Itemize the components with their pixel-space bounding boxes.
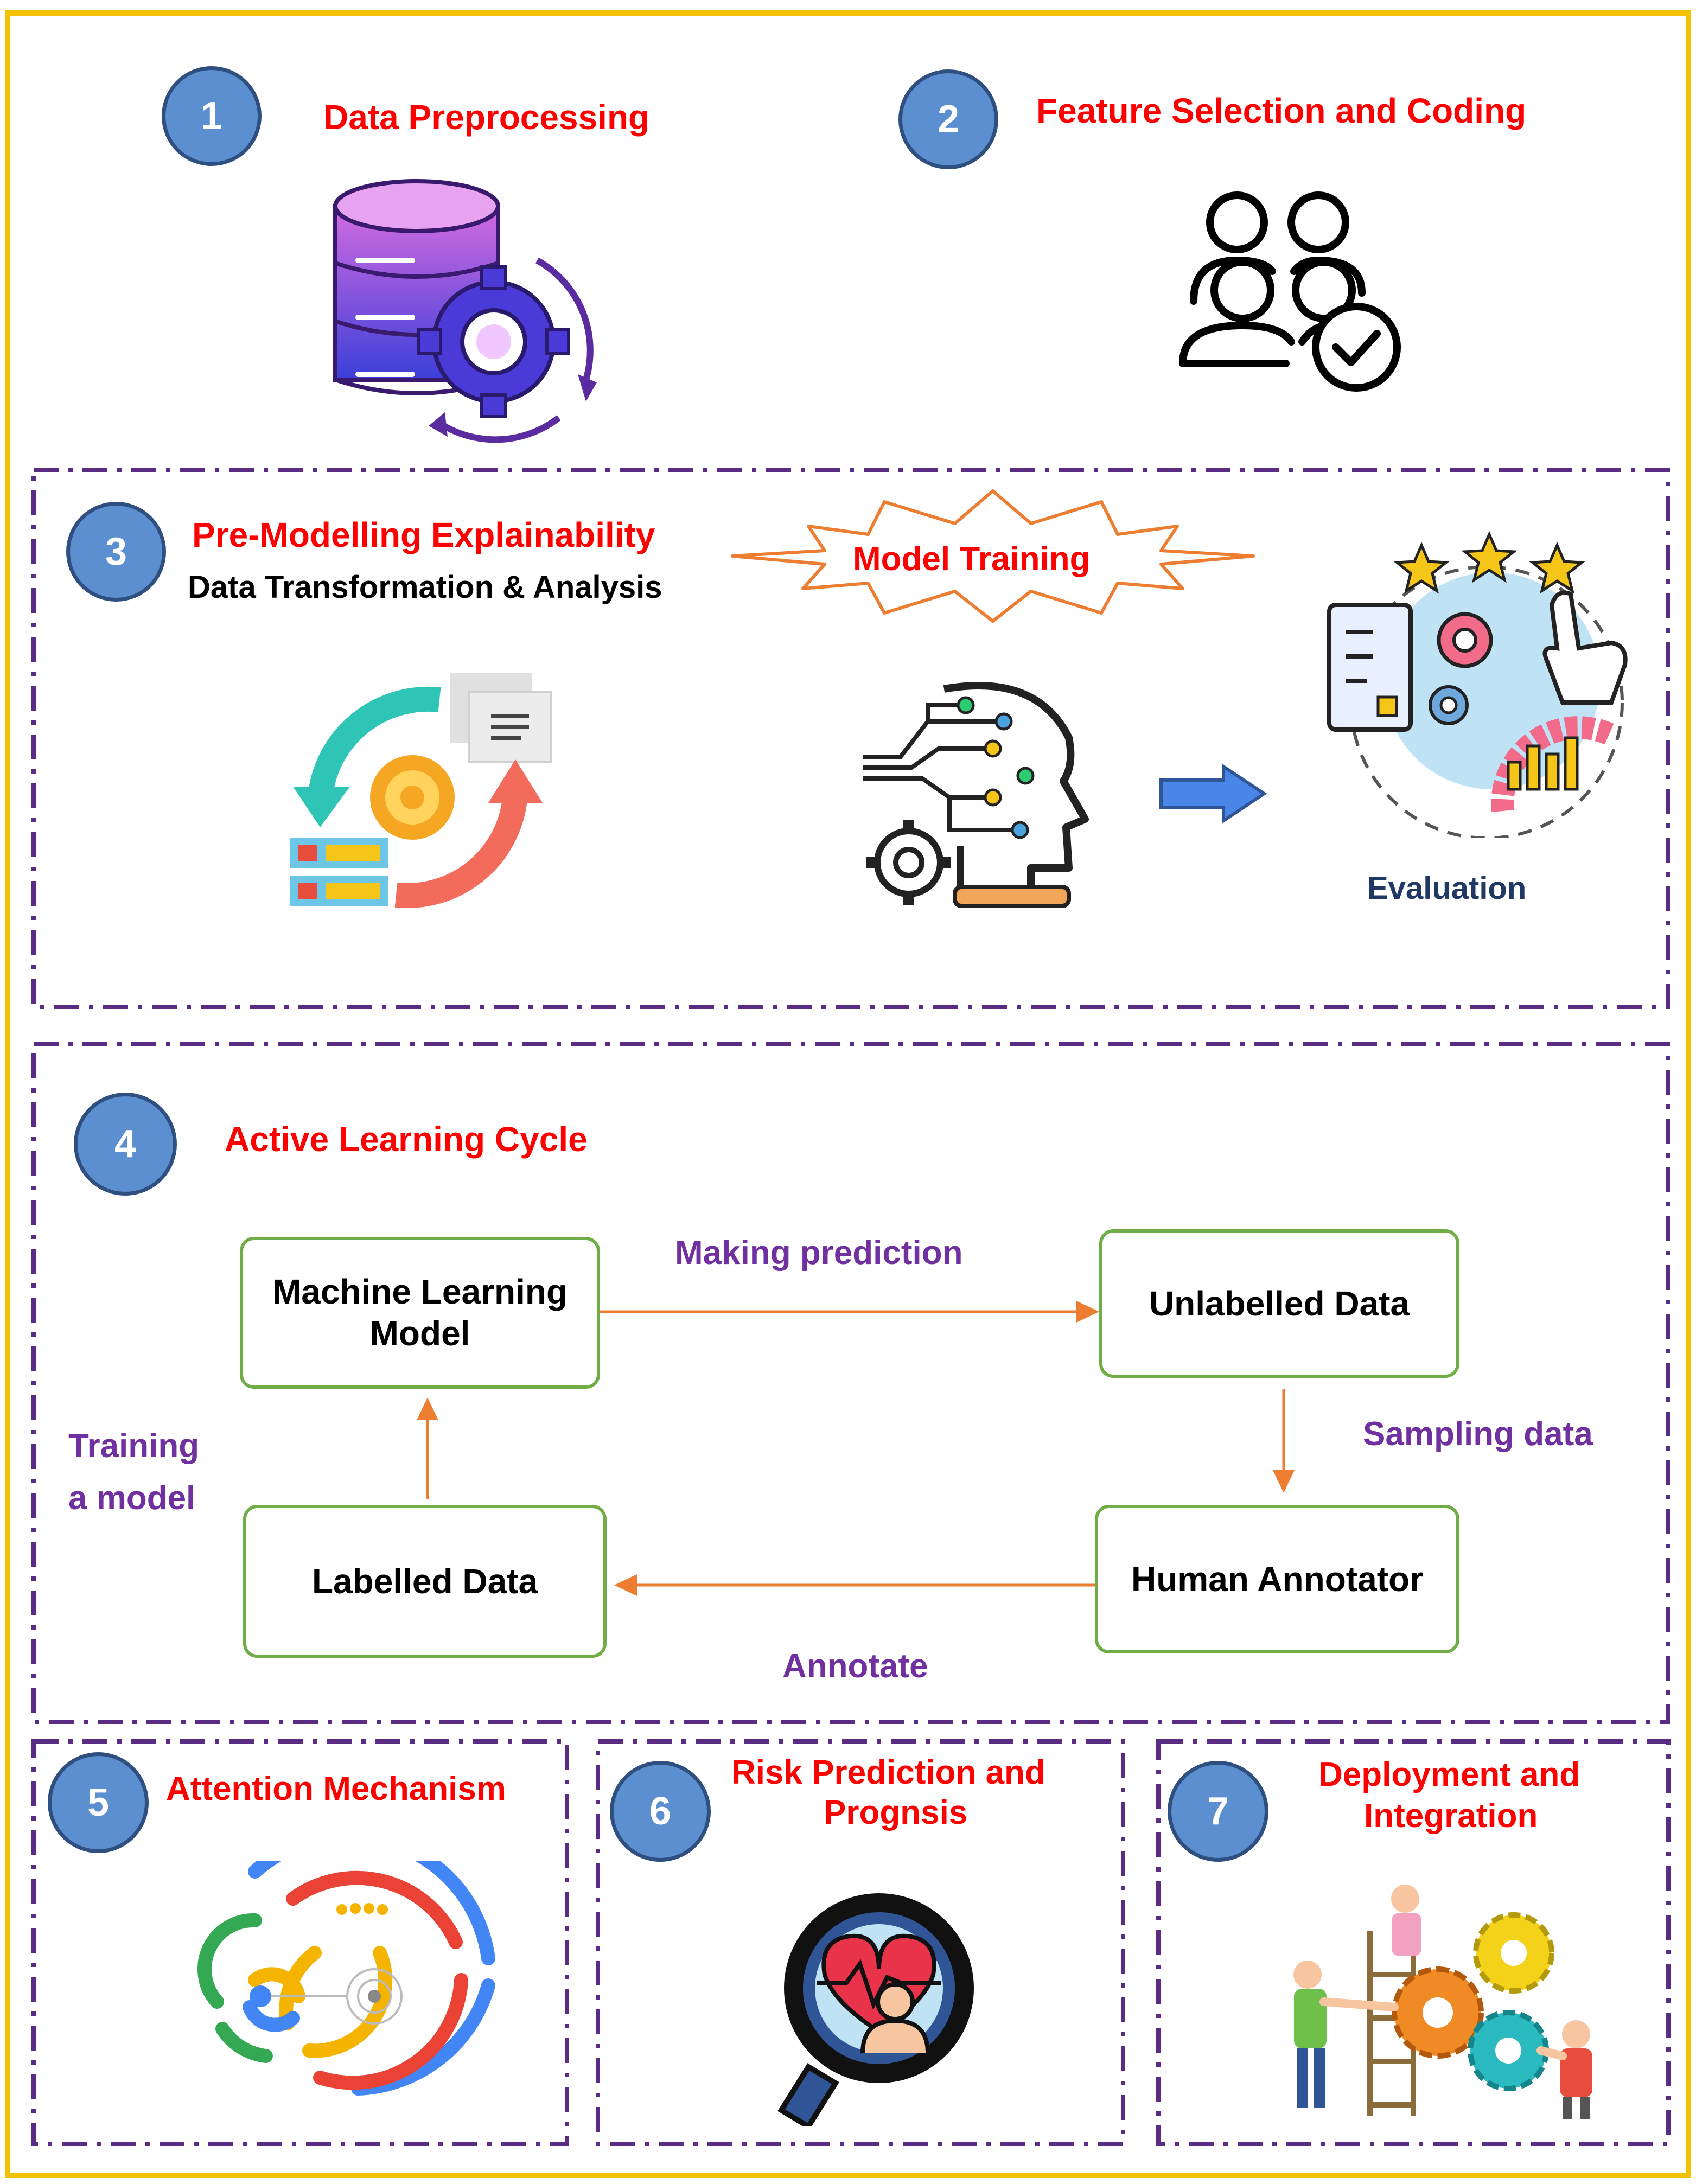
edge-training-line2: a model	[68, 1479, 196, 1517]
database-gear-icon	[333, 179, 597, 443]
step-7-title-line1: Deployment and	[1318, 1756, 1580, 1793]
edge-training-line1: Training	[68, 1427, 200, 1465]
step-5-title: Attention Mechanism	[166, 1770, 506, 1808]
human-annotator-label: Human Annotator	[1131, 1559, 1424, 1599]
step-3-badge: 3	[66, 502, 166, 602]
step-3-title: Pre-Modelling Explainability	[192, 515, 655, 554]
step-1-badge: 1	[162, 66, 262, 166]
step-4-title: Active Learning Cycle	[225, 1120, 588, 1159]
step-3-subtitle: Data Transformation & Analysis	[188, 570, 662, 605]
teamwork-gears-icon	[1293, 1885, 1592, 2119]
human-annotator-node: Human Annotator	[1095, 1505, 1459, 1653]
step-7-badge: 7	[1168, 1761, 1268, 1862]
step-7-title-line2: Integration	[1364, 1797, 1538, 1835]
step-6-title-line1: Risk Prediction and	[731, 1754, 1045, 1791]
health-risk-magnifier-icon	[777, 1893, 974, 2126]
step-6-badge: 6	[610, 1761, 711, 1862]
unlabelled-data-label: Unlabelled Data	[1149, 1283, 1410, 1323]
evaluation-rating-icon	[1327, 531, 1628, 838]
labelled-data-label: Labelled Data	[311, 1561, 538, 1601]
attention-rings-icon	[197, 1861, 495, 2096]
edge-sampling-data: Sampling data	[1363, 1415, 1593, 1453]
model-training-burst	[731, 489, 1255, 623]
unlabelled-data-node: Unlabelled Data	[1099, 1229, 1459, 1378]
data-transform-cycle-icon	[290, 673, 552, 908]
step-2-badge: 2	[898, 69, 998, 169]
people-check-icon	[1179, 191, 1401, 392]
step-6-title-line2: Prognsis	[824, 1794, 968, 1831]
labelled-data-node: Labelled Data	[243, 1505, 607, 1658]
edge-making-prediction: Making prediction	[675, 1234, 963, 1272]
model-training-label: Model Training	[853, 540, 1091, 578]
step-5-badge: 5	[48, 1752, 149, 1853]
step-1-title: Data Preprocessing	[323, 98, 650, 137]
ai-head-gear-icon	[863, 682, 1089, 908]
evaluation-label: Evaluation	[1367, 871, 1527, 906]
ml-model-line1: Machine Learning	[272, 1272, 568, 1312]
step-4-badge: 4	[74, 1093, 177, 1196]
step-2-title: Feature Selection and Coding	[1036, 91, 1527, 130]
edge-annotate: Annotate	[782, 1647, 928, 1685]
arrow-right-icon	[1159, 764, 1267, 823]
ml-model-line2: Model	[369, 1314, 470, 1353]
